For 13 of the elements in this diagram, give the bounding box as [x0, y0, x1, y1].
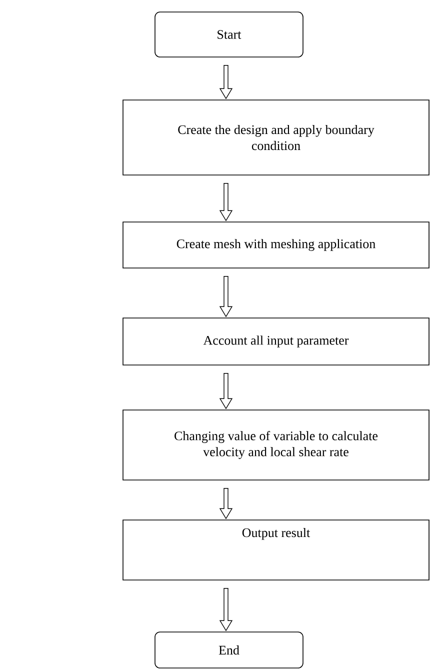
process-box: Create mesh with meshing application — [122, 222, 430, 268]
arrow — [219, 276, 233, 318]
process-box: Account all input parameter — [122, 318, 430, 366]
terminal-box: End — [154, 632, 304, 668]
arrow — [219, 373, 233, 410]
process-box: Output result — [122, 520, 430, 580]
process-box: Create the design and apply boundary condition — [122, 100, 430, 176]
arrow — [219, 488, 233, 520]
arrow — [219, 65, 233, 100]
process-box: Changing value of variable to calculate velocity and local shear rate — [122, 410, 430, 480]
arrow — [219, 183, 233, 222]
terminal-box: Start — [154, 12, 304, 58]
arrow — [219, 588, 233, 632]
